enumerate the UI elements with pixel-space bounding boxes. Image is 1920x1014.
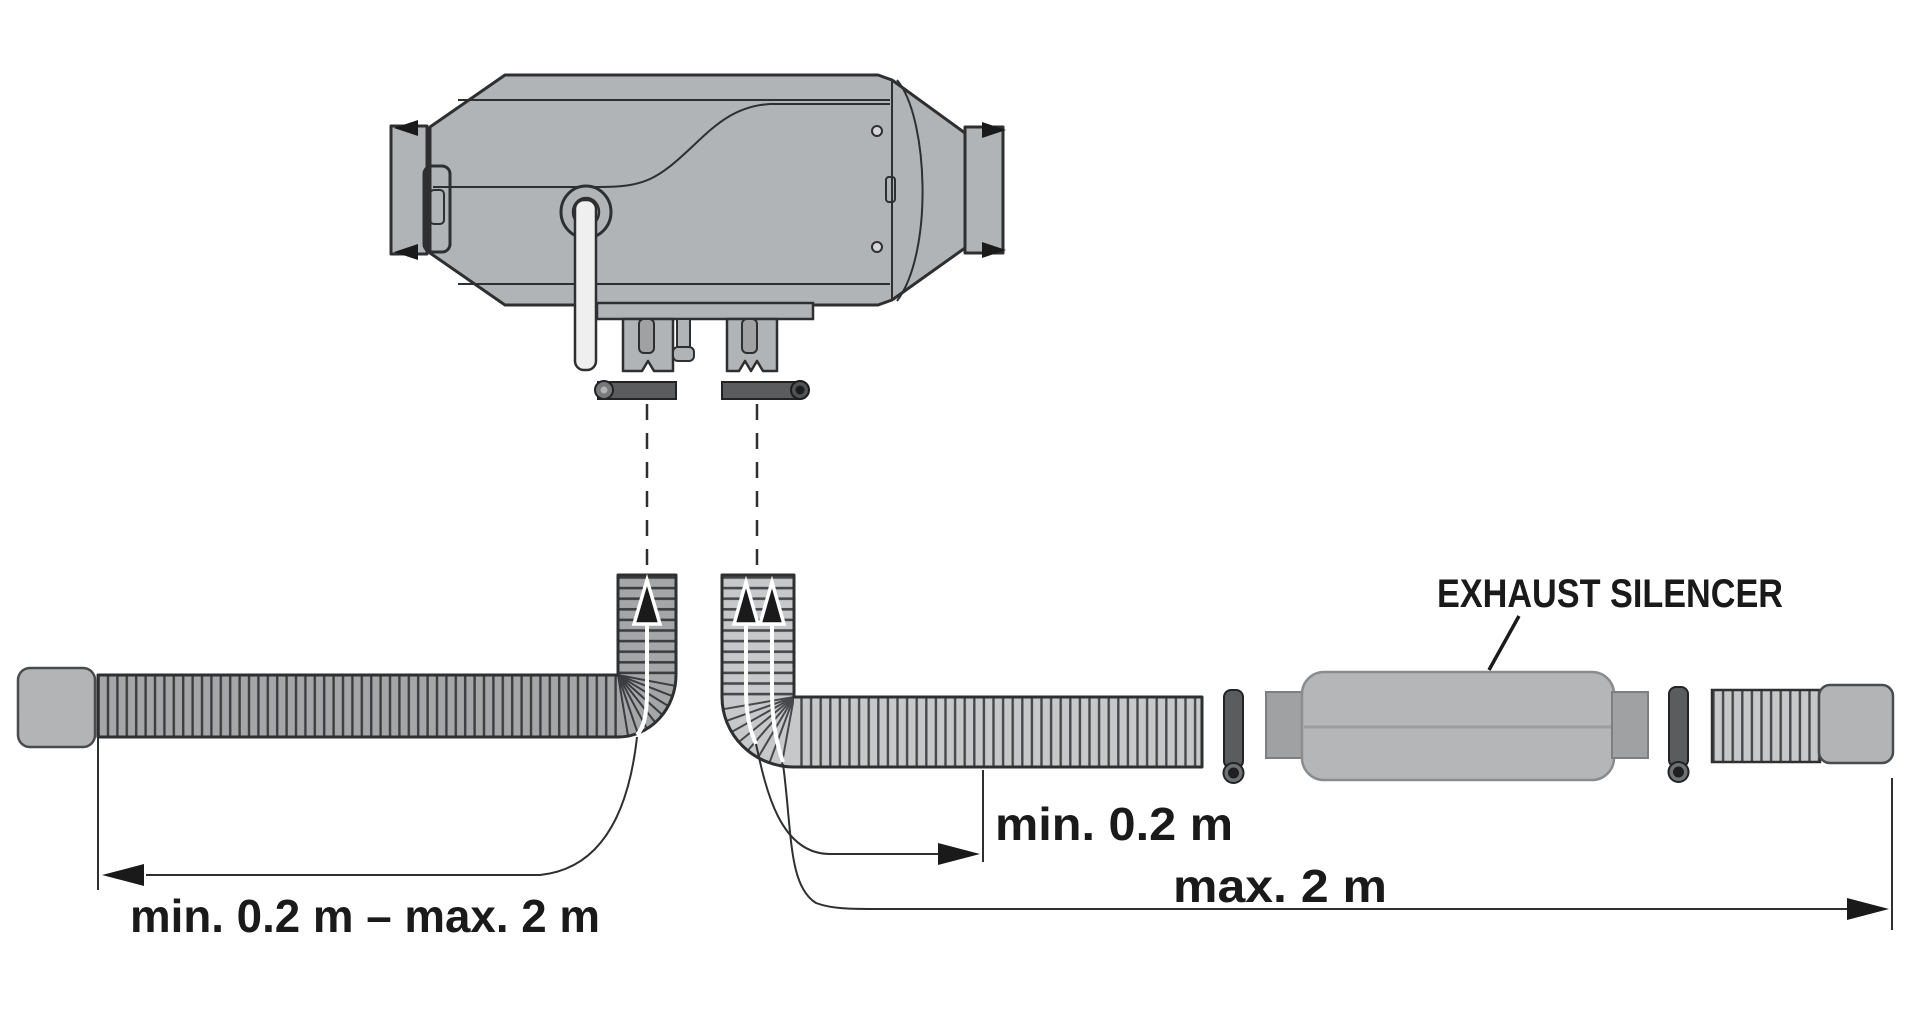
dimension-exhaust-min: min. 0.2 m	[755, 743, 1233, 865]
silencer-stub-right	[1611, 691, 1649, 759]
side-latch-detail	[885, 176, 896, 203]
combustion-air-stub-slot	[638, 318, 655, 354]
exhaust-max-label: max. 2 m	[1173, 860, 1387, 912]
exhaust-silencer	[1265, 670, 1649, 782]
exhaust-hose-1	[794, 697, 1202, 767]
exhaust-end-cap	[1817, 683, 1895, 765]
intake-flow-centerline	[635, 624, 649, 737]
silencer-stub-left	[1265, 691, 1307, 759]
fuel-line	[573, 198, 598, 372]
exhaust-elbow-bend	[722, 697, 794, 767]
heater-body	[422, 73, 967, 307]
screw-hole-bottom	[871, 241, 883, 253]
intake-length-label: min. 0.2 m – max. 2 m	[130, 890, 600, 942]
exhaust-silencer-label: EXHAUST SILENCER	[1437, 572, 1783, 616]
dimension-exhaust-max: max. 2 m	[782, 763, 1893, 930]
exhaust-tail-hose	[1710, 688, 1822, 764]
exhaust-flow-centerline-2	[770, 624, 785, 763]
dimension-intake-length: min. 0.2 m – max. 2 m	[97, 736, 638, 942]
dim-arrow-right-min-icon	[938, 843, 980, 865]
exhaust-flow-arrow-1-icon	[731, 575, 761, 626]
exhaust-flow-arrow-2-icon	[757, 575, 787, 626]
air-inlet-flange	[389, 120, 429, 260]
dim-arrow-right-max-icon	[1847, 898, 1889, 920]
air-inlet-arrow-bottom-icon	[394, 244, 418, 260]
exhaust-silencer-callout: EXHAUST SILENCER	[1437, 572, 1783, 671]
front-buckle	[422, 164, 452, 254]
fuel-stub	[676, 318, 691, 350]
combustion-air-intake-assembly	[16, 573, 678, 749]
intake-outline	[96, 573, 678, 739]
air-inlet-arrow-top-icon	[394, 120, 418, 136]
exhaust-outline	[720, 573, 1204, 769]
air-outlet-flange	[963, 122, 1006, 258]
silencer-clamp-left	[1222, 689, 1245, 784]
intake-flow-arrow-icon	[631, 573, 663, 626]
intake-end-cap	[16, 666, 97, 749]
air-outlet-arrow-top-icon	[982, 122, 1006, 138]
heater-unit	[389, 73, 1006, 572]
exhaust-hose-clamp	[721, 380, 810, 400]
exhaust-flow-centerline-1	[744, 624, 758, 745]
silencer-clamp-right	[1667, 686, 1690, 783]
fuel-stub-foot	[672, 346, 695, 362]
fuel-line-assembly	[559, 184, 613, 372]
exhaust-assembly	[720, 573, 1895, 784]
exhaust-min-label: min. 0.2 m	[995, 798, 1233, 850]
exhaust-elbow-vertical	[722, 575, 794, 697]
dim-arrow-left-icon	[102, 864, 144, 886]
intake-hose	[98, 675, 618, 737]
hose-clamps	[594, 380, 810, 400]
bottom-connections	[595, 301, 815, 373]
intake-hose-clamp	[594, 380, 677, 400]
air-outlet-arrow-bottom-icon	[982, 242, 1006, 258]
screw-hole-top	[871, 125, 883, 137]
exhaust-stub-slot	[741, 318, 758, 354]
front-buckle-inner	[429, 189, 445, 225]
exhaust-silencer-leader	[1487, 615, 1521, 671]
mounting-plate	[595, 301, 815, 321]
